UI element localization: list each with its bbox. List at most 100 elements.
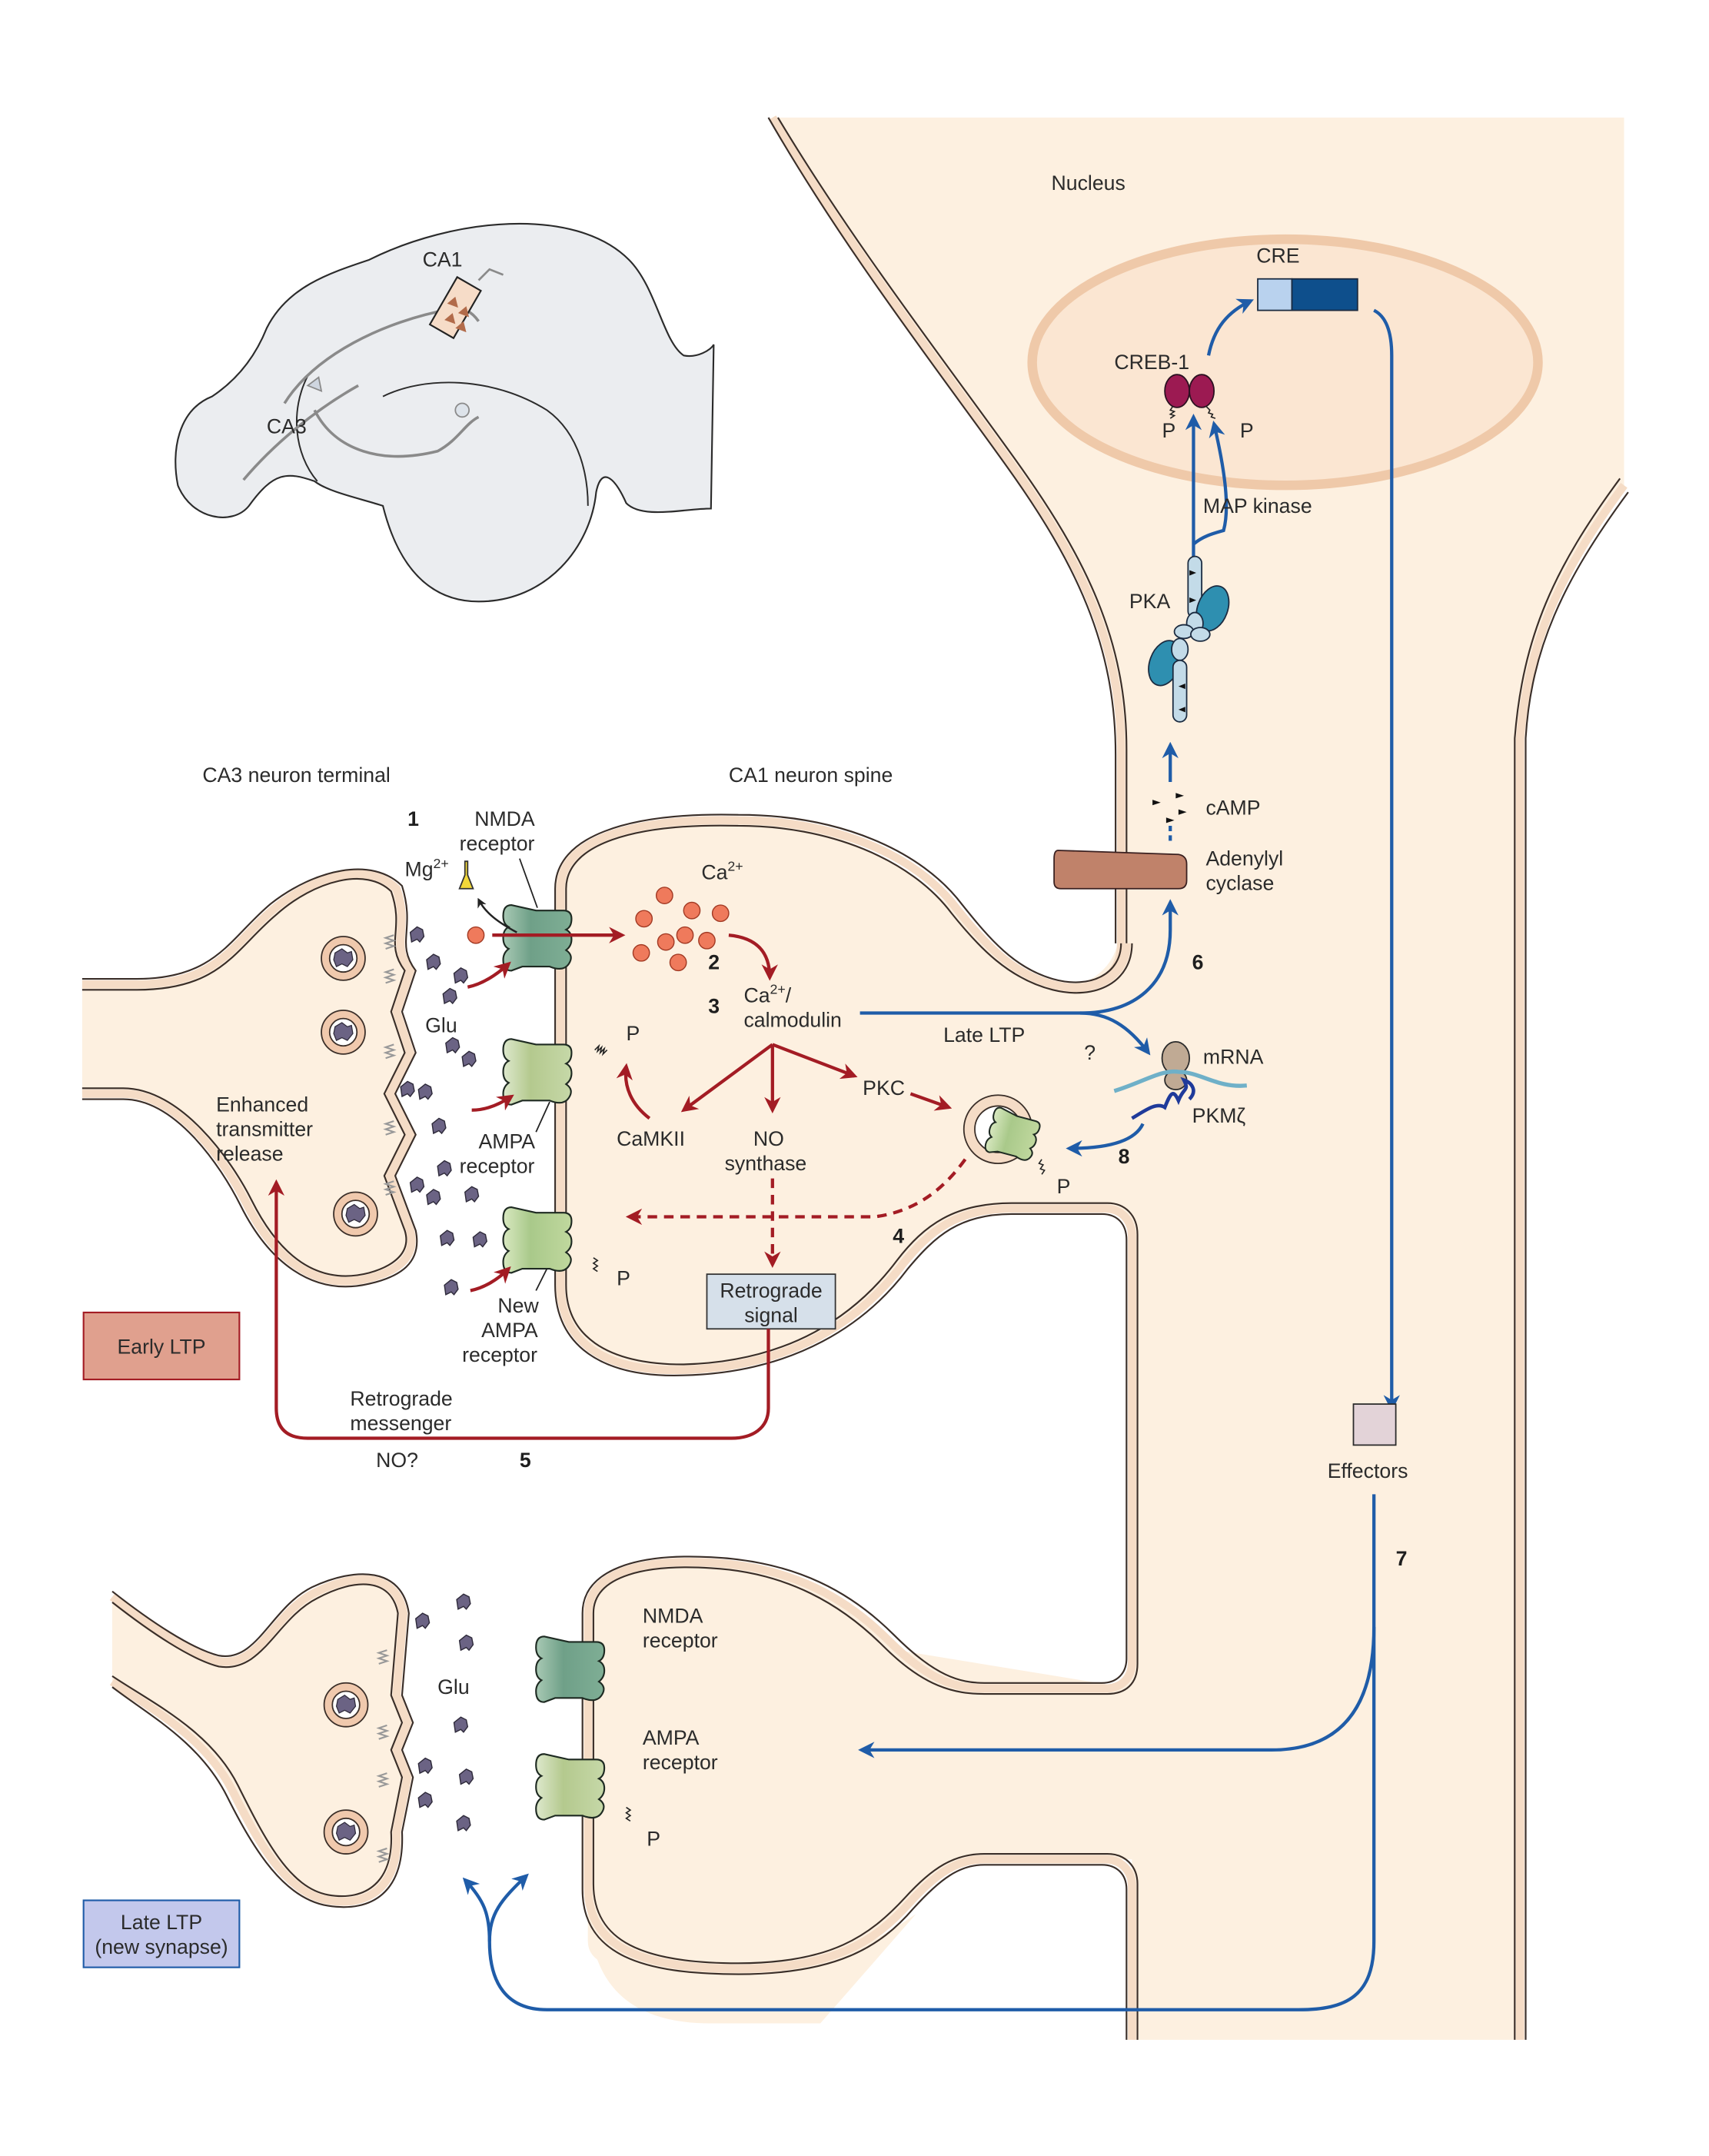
step-4-label: 4 <box>893 1224 904 1247</box>
ribosome-mrna <box>1113 1040 1248 1120</box>
glutamate-molecules-bottom <box>415 1593 474 1832</box>
cre-to-effectors-arrow <box>1373 308 1400 1412</box>
vesicle-insertion-arrow <box>625 1158 967 1226</box>
nmda-receptor <box>502 904 573 972</box>
adenylyl-cyclase-label-2: cyclase <box>1205 872 1274 895</box>
bottom-nmda-label-1: NMDA <box>643 1605 703 1628</box>
glu-to-new-ampa-arrow <box>470 1266 511 1293</box>
step-8-label: 8 <box>1119 1145 1130 1168</box>
bottom-ampa-receptor <box>535 1753 606 1821</box>
ampa-vesicle <box>963 1094 1046 1175</box>
ca1-label: CA1 <box>423 248 463 271</box>
nmda-label-2: receptor <box>460 832 535 855</box>
late-ltp-label: Late LTP <box>943 1023 1025 1046</box>
synaptic-vesicle <box>333 1191 378 1237</box>
bottom-nmda-label-2: receptor <box>643 1629 718 1652</box>
new-ampa-label-2: AMPA <box>481 1319 538 1342</box>
effectors-label: Effectors <box>1328 1459 1408 1482</box>
camkii-to-ampa-arrow <box>616 1063 651 1120</box>
map-kinase-label: MAP kinase <box>1203 494 1312 517</box>
ampa-label-1: AMPA <box>479 1130 536 1153</box>
bottom-ampa-p-label: P <box>647 1827 660 1850</box>
effectors-to-new-synapse-arrow <box>462 1626 1376 2011</box>
no-question-label: NO? <box>376 1449 418 1472</box>
glu-label: Glu <box>425 1013 457 1036</box>
retrograde-messenger-label-1: Retrograde <box>350 1387 452 1410</box>
effectors-box <box>1352 1403 1397 1446</box>
ca3-terminal-label: CA3 neuron terminal <box>202 764 390 787</box>
mapk-to-creb-arrow <box>1192 421 1229 546</box>
ca1-spine-label: CA1 neuron spine <box>729 764 893 787</box>
ampa-p-label: P <box>627 1022 640 1045</box>
step-2-label: 2 <box>708 951 720 974</box>
bottom-ampa-label-2: receptor <box>643 1751 718 1774</box>
mrna-label: mRNA <box>1203 1045 1264 1068</box>
retrograde-signal-box: Retrograde signal <box>706 1273 836 1330</box>
ca1-membrane <box>554 115 1629 2040</box>
question-mark-label: ? <box>1084 1041 1096 1064</box>
bottom-ampa-label-1: AMPA <box>643 1726 700 1749</box>
enhanced-release-label-3: release <box>216 1143 283 1166</box>
late-ltp-box-label-2: (new synapse) <box>95 1935 228 1958</box>
pkc-label: PKC <box>863 1076 905 1100</box>
calmodulin-to-camkii-arrow <box>680 1043 774 1113</box>
pkmz-label: PKMζ <box>1192 1104 1246 1127</box>
nmda-label-1: NMDA <box>474 807 535 830</box>
step-7-label: 7 <box>1396 1547 1408 1570</box>
no-synthase-label-2: synthase <box>725 1152 807 1175</box>
new-ampa-receptor <box>502 1206 573 1274</box>
nmda-leader-line <box>519 858 538 908</box>
adenylyl-cyclase-label-1: Adenylyl <box>1205 847 1283 870</box>
hippocampus-inset: CA1 CA3 <box>175 222 715 603</box>
pka-holoenzyme <box>1148 555 1230 723</box>
enhanced-release-label-2: transmitter <box>216 1118 313 1141</box>
calmodulin-to-pkc-arrow <box>772 1043 858 1080</box>
mg-label: Mg2+ <box>405 856 449 881</box>
retrograde-messenger-arrow <box>268 1179 770 1440</box>
synaptic-vesicle <box>321 936 366 981</box>
ca3-label: CA3 <box>267 415 307 438</box>
cre-label: CRE <box>1256 244 1299 267</box>
early-ltp-box: Early LTP <box>82 1311 241 1381</box>
creb-p-right: P <box>1240 419 1254 442</box>
effectors-to-new-synapse-arrow-2 <box>487 1873 529 1941</box>
nucleus-label: Nucleus <box>1052 171 1125 195</box>
adenylyl-cyclase <box>1053 850 1188 890</box>
ca-calmodulin-label-2: calmodulin <box>743 1008 841 1031</box>
mg-expulsion-arrow <box>477 897 517 933</box>
brain-outline <box>175 222 715 603</box>
no-synthase-label-1: NO <box>753 1127 784 1150</box>
synaptic-vesicle <box>321 1010 366 1055</box>
step-5-label: 5 <box>520 1449 531 1472</box>
nucleus: Nucleus CRE CREB-1 P P <box>1027 171 1543 1412</box>
retrograde-signal-label-2: signal <box>744 1303 798 1326</box>
pkc-to-vesicle-arrow <box>909 1092 953 1111</box>
pkmz-to-vesicle-arrow <box>1066 1123 1145 1157</box>
step-3-label: 3 <box>708 995 720 1018</box>
step-6-label: 6 <box>1192 951 1204 974</box>
late-ltp-box: Late LTP (new synapse) <box>82 1899 241 1968</box>
creb1-label: CREB-1 <box>1114 351 1189 374</box>
cre-element <box>1257 278 1358 311</box>
new-ampa-label-3: receptor <box>462 1343 537 1366</box>
glu-to-ampa-arrow <box>471 1094 514 1112</box>
calcium-ions <box>632 887 730 972</box>
calcium-label: Ca2+ <box>701 859 743 884</box>
enhanced-release-label-1: Enhanced <box>216 1093 308 1116</box>
calcium-ion <box>467 926 485 944</box>
late-ltp-box-label-1: Late LTP <box>121 1911 202 1934</box>
retrograde-signal-label-1: Retrograde <box>720 1279 822 1302</box>
step-1-label: 1 <box>407 807 419 830</box>
new-ampa-p-label: P <box>617 1266 630 1289</box>
creb-to-cre-arrow <box>1206 298 1254 356</box>
ca-calmodulin-label-1: Ca2+/ <box>743 982 791 1007</box>
ca1-region-box <box>428 275 482 340</box>
bottom-glu-label: Glu <box>437 1675 469 1699</box>
retrograde-messenger-label-2: messenger <box>350 1412 451 1435</box>
bottom-nmda-receptor <box>535 1635 606 1703</box>
camp-label: cAMP <box>1205 797 1260 820</box>
early-ltp-label: Early LTP <box>118 1335 206 1358</box>
vesicle-p-label: P <box>1057 1175 1071 1198</box>
ampa-label-2: receptor <box>460 1155 535 1178</box>
